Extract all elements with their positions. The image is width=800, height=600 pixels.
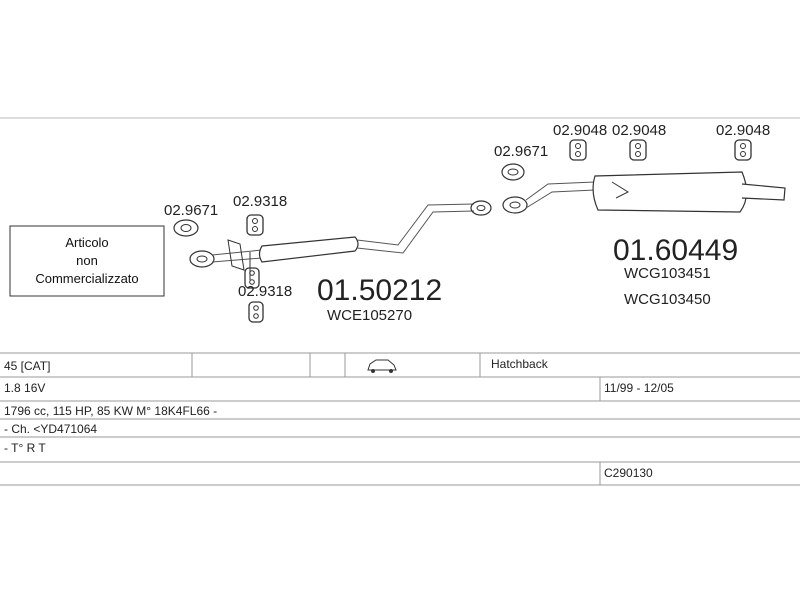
vehicle-info-table: 45 [CAT] Hatchback 1.8 16V 11/99 - 12/05… (0, 352, 800, 486)
hanger-top[interactable]: 02.9318 (233, 193, 287, 236)
not-sold-note: Articolo non Commercializzato (9, 225, 165, 297)
rear-hanger-1-shape (569, 139, 587, 161)
rear-hanger-2-number: 02.9048 (612, 122, 666, 139)
car-wheel-front (371, 369, 375, 373)
hanger-top-hole-a (252, 218, 258, 224)
front-flange (189, 250, 215, 268)
rear-hanger-3-shape (734, 139, 752, 161)
rear-hanger-3-hole-a (740, 143, 746, 149)
hanger-bottom-number: 02.9318 (238, 283, 292, 300)
note-line-3: Commercializzato (35, 271, 138, 286)
rear-front-flange (502, 196, 528, 214)
rear-silencer-bracket (611, 181, 630, 199)
rear-front-flange-hole (509, 201, 521, 209)
hanger-bottom-hole-a (249, 270, 255, 276)
hanger-top-shape (246, 214, 264, 236)
right-gasket-number: 02.9671 (494, 143, 548, 160)
rear-hanger-1-hole-b (575, 151, 581, 157)
rear-hanger-2-hole-a (635, 143, 641, 149)
rear-silencer-body (592, 171, 748, 213)
rear-hanger-3-number: 02.9048 (716, 122, 770, 139)
engine-cell: 1.8 16V (4, 381, 45, 395)
hanger-bottom-hole-c (253, 305, 259, 311)
middle-silencer-body (258, 236, 359, 263)
rear-hanger-3-hole-b (740, 151, 746, 157)
rear-hanger-3[interactable]: 02.9048 (716, 122, 770, 161)
rear-silencer-code-1: WCG103451 (624, 265, 711, 282)
left-gasket-hole (180, 224, 192, 232)
note-line-2: non (76, 253, 98, 268)
hanger-bottom[interactable]: 02.9318 (238, 267, 292, 323)
hanger-bottom-hole-b (249, 279, 255, 285)
hanger-top-hole-b (252, 226, 258, 232)
right-gasket[interactable]: 02.9671 (494, 143, 548, 181)
ref-cell: C290130 (604, 466, 653, 480)
car-hatchback-icon (367, 359, 397, 373)
hanger-bottom-shape (244, 267, 260, 289)
rear-hanger-2-shape (629, 139, 647, 161)
middle-rear-flange (470, 200, 492, 216)
left-gasket-shape (173, 219, 199, 237)
model-cell: 45 [CAT] (4, 359, 50, 373)
rear-hanger-1-hole-a (575, 143, 581, 149)
hanger-bottom-shape-2 (248, 301, 264, 323)
right-gasket-hole (507, 168, 519, 176)
middle-silencer-number[interactable]: 01.50212 (317, 274, 442, 307)
body-type-cell: Hatchback (491, 357, 549, 371)
left-gasket-number: 02.9671 (164, 202, 218, 219)
left-gasket[interactable]: 02.9671 (164, 202, 218, 237)
rear-inlet-pipe (525, 181, 596, 209)
rear-hanger-1[interactable]: 02.9048 (553, 122, 607, 161)
rear-hanger-1-number: 02.9048 (553, 122, 607, 139)
front-flange-hole (196, 255, 208, 263)
years-cell: 11/99 - 12/05 (604, 381, 674, 395)
rear-silencer-number[interactable]: 01.60449 (613, 234, 738, 267)
rear-silencer-assembly[interactable] (502, 171, 786, 214)
front-pipe (211, 249, 263, 263)
note-line-1: Articolo (65, 235, 108, 250)
rear-silencer-code-2: WCG103450 (624, 291, 711, 308)
hanger-bottom-hole-d (253, 313, 259, 319)
chassis-cell: - Ch. <YD471064 (4, 422, 97, 436)
spec-cell: 1796 cc, 115 HP, 85 KW M° 18K4FL66 - (4, 404, 217, 418)
middle-silencer-assembly[interactable] (189, 200, 492, 280)
car-wheel-rear (389, 369, 393, 373)
rear-hanger-2[interactable]: 02.9048 (612, 122, 666, 161)
middle-outlet-pipe (356, 203, 475, 254)
middle-silencer-code: WCE105270 (327, 307, 412, 324)
tail-pipe (741, 183, 786, 201)
type-cell: - T° R T (4, 441, 46, 455)
note-box (9, 225, 165, 297)
hanger-top-number: 02.9318 (233, 193, 287, 210)
right-gasket-shape (501, 163, 525, 181)
front-bracket (227, 239, 245, 271)
middle-rear-flange-hole (476, 205, 486, 211)
rear-hanger-2-hole-b (635, 151, 641, 157)
car-body-outline (367, 359, 397, 371)
